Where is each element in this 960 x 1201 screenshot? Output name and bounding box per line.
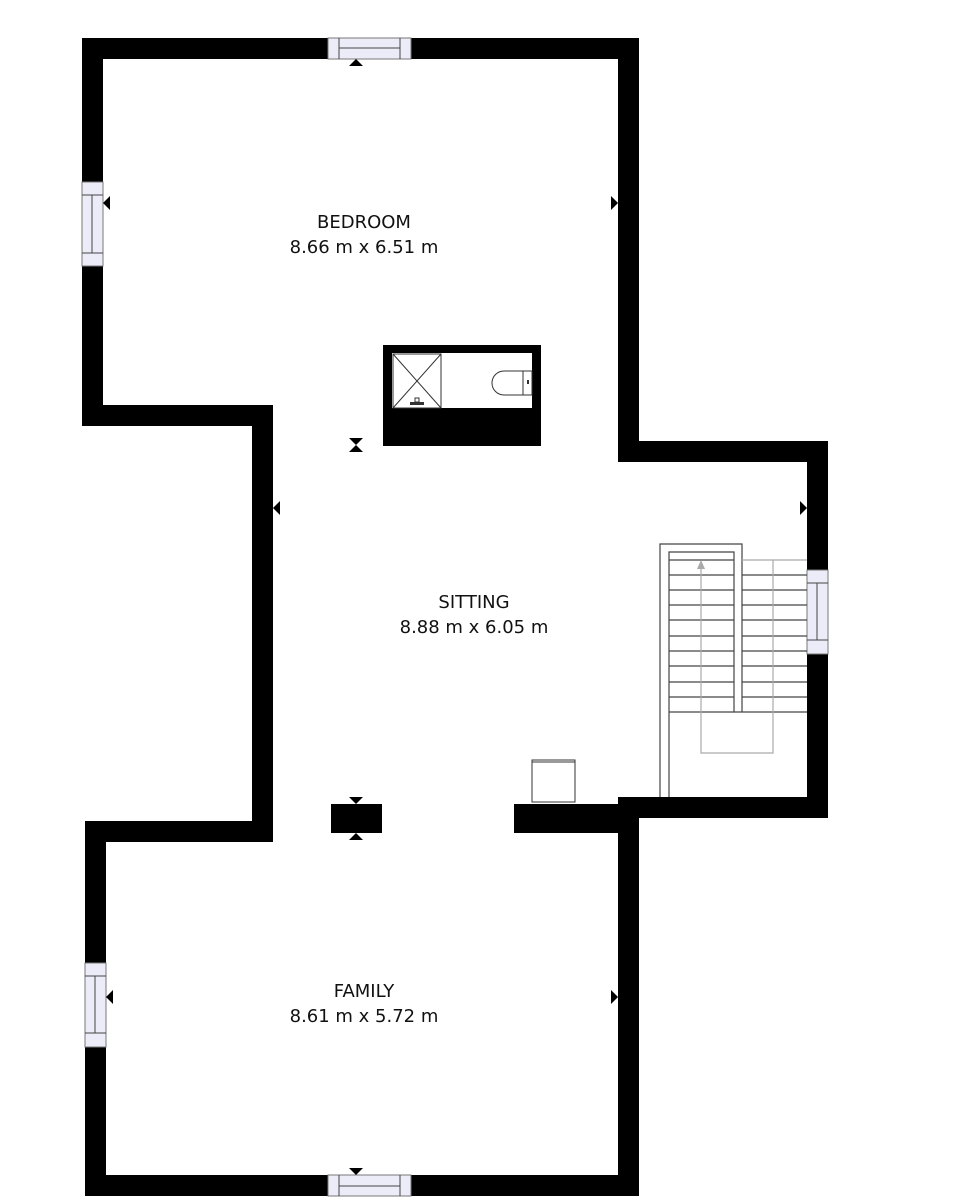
marker-bedroom-right-icon <box>611 196 618 210</box>
windows <box>81 37 829 1197</box>
window-family-bottom <box>327 1174 412 1197</box>
room-dimensions: 8.61 m x 5.72 m <box>289 1006 439 1027</box>
room-dimensions: 8.88 m x 6.05 m <box>399 617 549 638</box>
marker-bedroom-bottom-icon <box>349 438 363 445</box>
marker-sitting-left-icon <box>273 501 280 515</box>
marker-family-top-icon <box>349 833 363 840</box>
wall-partition-right <box>514 804 639 833</box>
wall-bedroom-right <box>618 38 639 462</box>
window-family-left <box>84 962 107 1048</box>
staircase <box>659 543 807 797</box>
wall-left-step-top <box>82 405 273 426</box>
wall-left-step-bottom <box>85 821 273 842</box>
room-name: BEDROOM <box>317 212 411 233</box>
wall-right-step-top <box>618 441 828 462</box>
wall-sitting-left <box>252 405 273 842</box>
room-label-bedroom: BEDROOM 8.66 m x 6.51 m <box>290 210 439 260</box>
window-bedroom-top <box>327 37 412 60</box>
marker-sitting-top-icon <box>349 445 363 452</box>
room-label-family: FAMILY 8.61 m x 5.72 m <box>290 979 439 1029</box>
direction-markers <box>103 59 807 1175</box>
ensuite <box>383 345 541 446</box>
stair-up-arrow-icon <box>697 560 774 754</box>
window-bedroom-left <box>81 181 104 267</box>
marker-sitting-bottom-icon <box>349 797 363 804</box>
marker-family-left-icon <box>106 990 113 1004</box>
wall-family-right <box>618 798 639 1196</box>
window-sitting-right <box>806 569 829 655</box>
toilet-icon <box>491 370 533 396</box>
room-label-sitting: SITTING 8.88 m x 6.05 m <box>400 590 549 640</box>
room-name: FAMILY <box>333 981 395 1002</box>
marker-sitting-right-icon <box>800 501 807 515</box>
room-dimensions: 8.66 m x 6.51 m <box>289 237 439 258</box>
wall-right-step-bottom <box>618 797 828 818</box>
wall-partition-left <box>331 804 382 833</box>
marker-bedroom-left-icon <box>103 196 110 210</box>
marker-family-right-icon <box>611 990 618 1004</box>
marker-family-bottom-icon <box>349 1168 363 1175</box>
cabinet-icon <box>531 759 576 803</box>
marker-bedroom-top-icon <box>349 59 363 66</box>
shower-tray-icon <box>392 353 442 409</box>
room-name: SITTING <box>438 592 510 613</box>
